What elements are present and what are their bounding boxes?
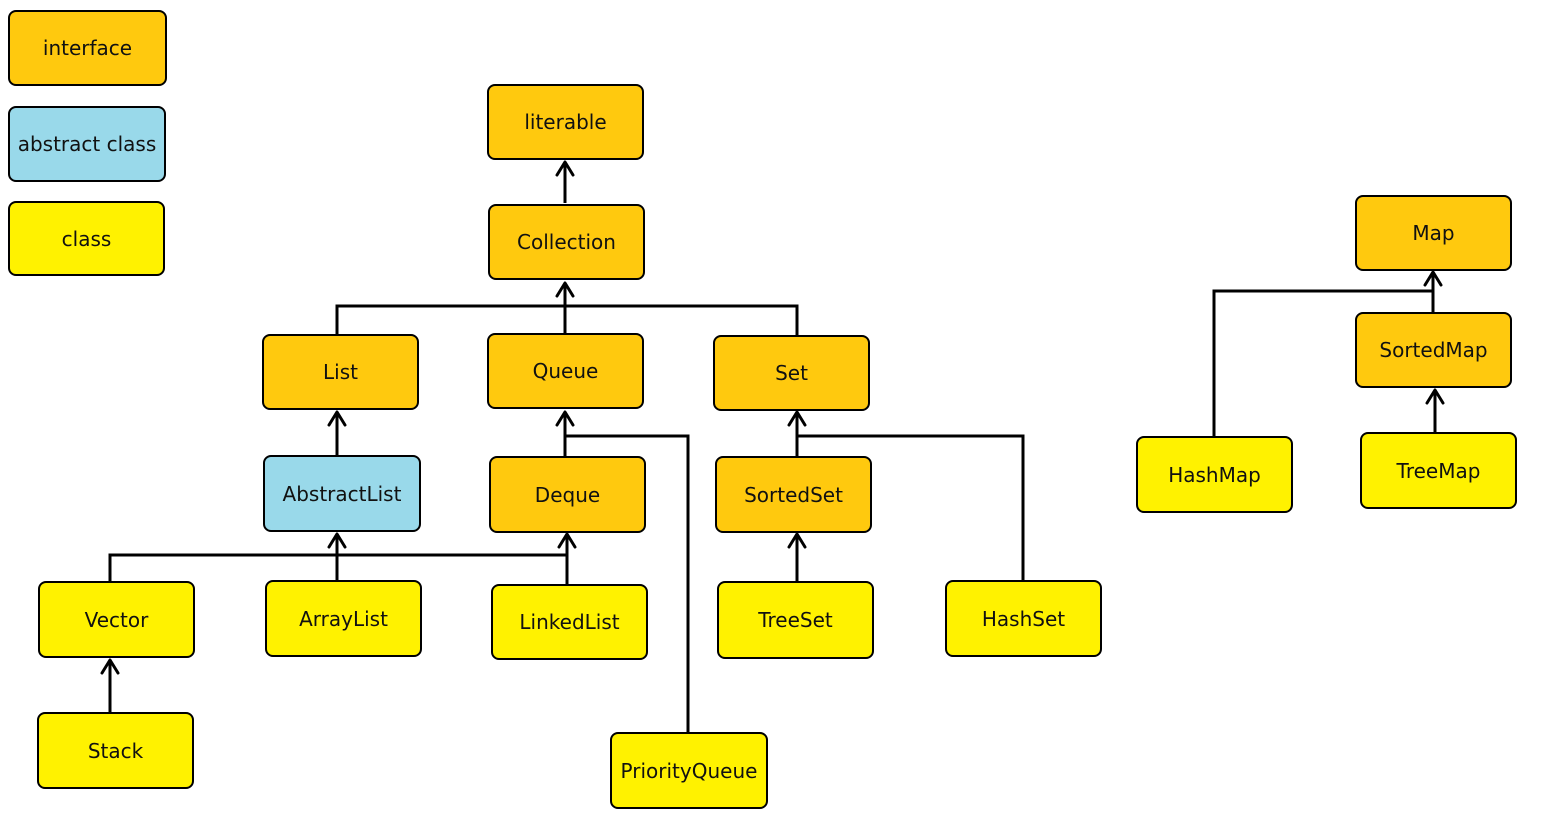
edge-vector-bus: [108, 553, 567, 582]
legend-abstract-class: abstract class: [8, 106, 166, 182]
arrowhead-deque: [557, 532, 577, 549]
node-sortedmap: SortedMap: [1355, 312, 1512, 388]
node-treeset: TreeSet: [717, 581, 874, 659]
node-priorityqueue: PriorityQueue: [610, 732, 768, 809]
node-collection: Collection: [488, 204, 645, 280]
node-hashset: HashSet: [945, 580, 1102, 657]
node-queue: Queue: [487, 333, 644, 409]
node-deque: Deque: [489, 456, 646, 533]
node-arraylist: ArrayList: [265, 580, 422, 657]
arrowhead-sortedmap: [1425, 388, 1445, 405]
arrowhead-literable: [555, 160, 575, 177]
node-vector: Vector: [38, 581, 195, 658]
arrowhead-map: [1423, 270, 1443, 287]
node-hashmap: HashMap: [1136, 436, 1293, 513]
edge-list-collection: [335, 304, 565, 334]
arrowhead-vector: [100, 658, 120, 675]
arrowhead-collection: [555, 281, 575, 298]
edge-hashset-set: [797, 434, 1025, 581]
node-list: List: [262, 334, 419, 410]
node-sortedset: SortedSet: [715, 456, 872, 533]
edge-hashmap-map: [1212, 289, 1433, 437]
node-set: Set: [713, 335, 870, 411]
node-treemap: TreeMap: [1360, 432, 1517, 509]
edge-set-collection: [565, 304, 799, 336]
edge-priorityqueue-queue: [565, 434, 690, 733]
node-map: Map: [1355, 195, 1512, 271]
arrowhead-queue: [555, 410, 575, 427]
node-literable: literable: [487, 84, 644, 160]
legend-interface: interface: [8, 10, 167, 86]
node-abstractlist: AbstractList: [263, 455, 421, 532]
node-linkedlist: LinkedList: [491, 584, 648, 660]
arrowhead-list: [327, 410, 347, 427]
arrowhead-sortedset: [787, 532, 807, 549]
legend-class: class: [8, 201, 165, 276]
node-stack: Stack: [37, 712, 194, 789]
arrowhead-abstractlist: [327, 532, 347, 549]
arrowhead-set: [787, 410, 807, 427]
